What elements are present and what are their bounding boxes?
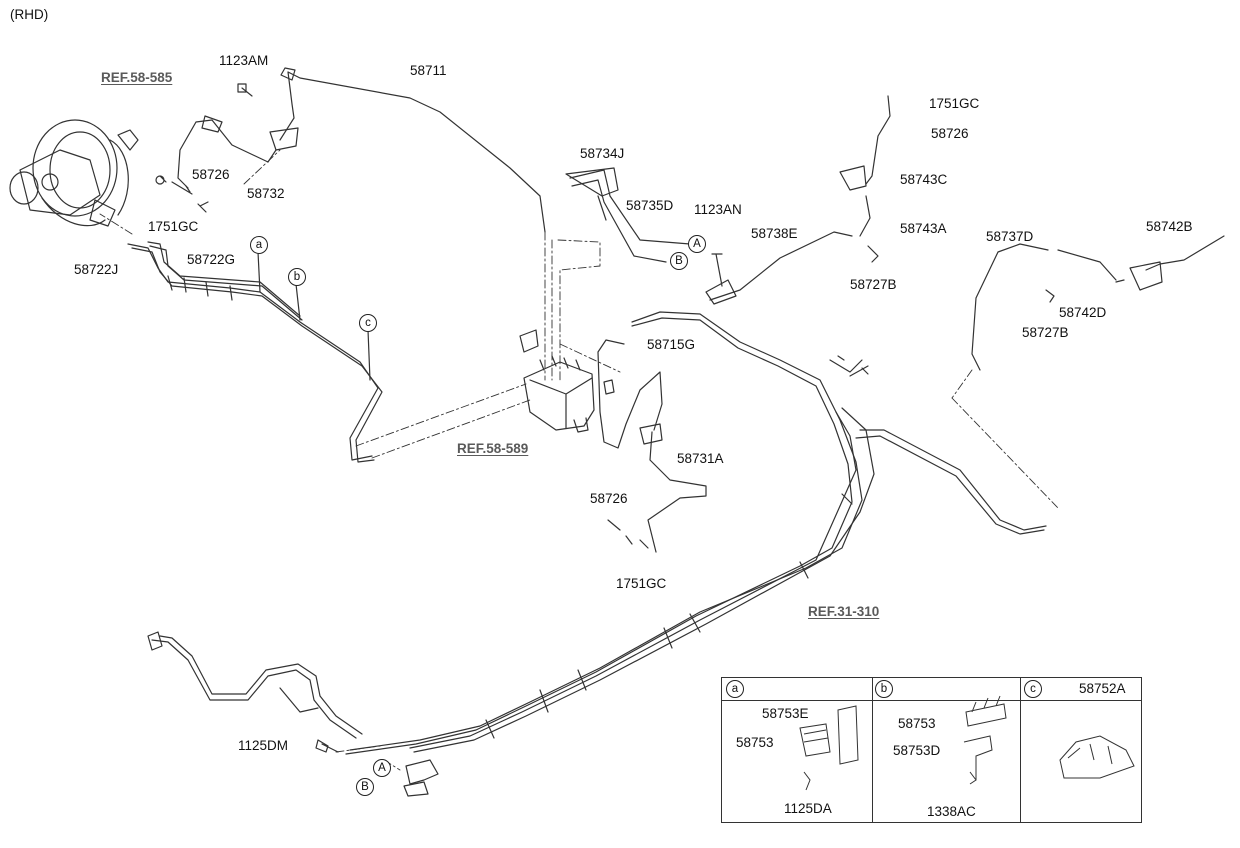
hose-58731A [647, 431, 707, 553]
ref-58-585-label: REF.58-585 [101, 70, 173, 85]
part-label-58743A: 58743A [900, 221, 947, 236]
ref-58-589-label: REF.58-589 [457, 441, 529, 456]
legend-a-58753: 58753 [736, 735, 774, 750]
part-label-58711: 58711 [410, 63, 447, 78]
part-label-1123AM: 1123AM [219, 53, 269, 68]
legend-table [721, 677, 1142, 823]
part-label-58715G: 58715G [647, 337, 696, 352]
part-label-1751GC-mid: 1751GC [616, 576, 667, 591]
legend-header-b: b [875, 680, 893, 698]
part-label-1751GC-top: 1751GC [929, 96, 980, 111]
abs-module [519, 329, 615, 433]
legend-b-58753D: 58753D [893, 743, 941, 758]
marker-B-bottom: B [356, 778, 374, 796]
part-label-58722G: 58722G [187, 252, 236, 267]
marker-B-top: B [670, 252, 688, 270]
pipe-58737D [971, 243, 1049, 371]
ref-31-310-label: REF.31-310 [808, 604, 880, 619]
marker-a: a [250, 236, 268, 254]
part-label-58737D: 58737D [986, 229, 1034, 244]
legend-header-c: c [1024, 680, 1042, 698]
part-label-58726-left: 58726 [192, 167, 230, 182]
legend-column-divider-2 [1020, 678, 1021, 822]
part-label-58732: 58732 [247, 186, 285, 201]
marker-b: b [288, 268, 306, 286]
marker-c: c [359, 314, 377, 332]
hose-58742B [1145, 235, 1225, 271]
legend-a-58753E: 58753E [762, 706, 809, 721]
part-label-58742B: 58742B [1146, 219, 1193, 234]
legend-b-1338AC: 1338AC [927, 804, 976, 819]
pipes-58722 [127, 241, 383, 463]
part-label-58731A: 58731A [677, 451, 724, 466]
legend-header-divider [722, 700, 1141, 701]
pipe-58711 [279, 71, 546, 233]
part-label-58734J: 58734J [580, 146, 625, 161]
part-label-58726-top: 58726 [931, 126, 969, 141]
part-label-1751GC-left: 1751GC [148, 219, 199, 234]
legend-header-a: a [726, 680, 744, 698]
legend-clips [799, 695, 1135, 791]
part-label-58738E: 58738E [751, 226, 798, 241]
pipe-58715G [597, 339, 663, 449]
brake-booster-assembly [9, 119, 139, 227]
part-label-58727B-right: 58727B [1022, 325, 1069, 340]
part-label-58722J: 58722J [74, 262, 119, 277]
main-pipe-bundle [345, 311, 1047, 755]
pipe-58734J [569, 169, 691, 263]
legend-header-c-title: 58752A [1079, 681, 1126, 696]
part-label-58727B-top: 58727B [850, 277, 897, 292]
marker-A-bottom: A [373, 759, 391, 777]
legend-column-divider-1 [872, 678, 873, 822]
part-label-1125DM: 1125DM [238, 738, 289, 753]
pipe-58738E [709, 231, 853, 301]
marker-A-top: A [688, 235, 706, 253]
variant-label: (RHD) [10, 7, 49, 22]
hose-58743C [865, 95, 891, 185]
part-label-58743C: 58743C [900, 172, 948, 187]
part-label-1123AN: 1123AN [694, 202, 742, 217]
legend-a-1125DA: 1125DA [784, 801, 832, 816]
part-label-58726-mid: 58726 [590, 491, 628, 506]
part-label-58742D: 58742D [1059, 305, 1107, 320]
part-label-58735D: 58735D [626, 198, 674, 213]
legend-b-58753: 58753 [898, 716, 936, 731]
